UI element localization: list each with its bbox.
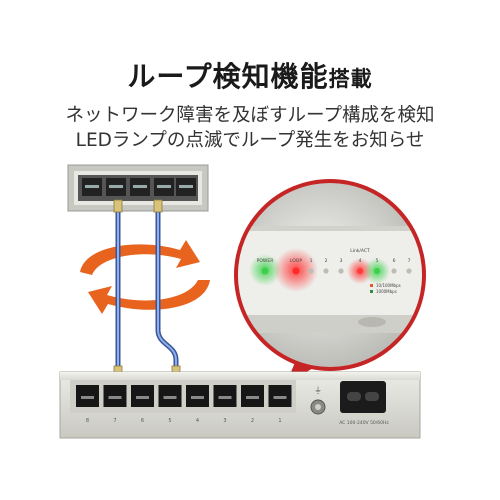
power-rating-label: AC 100-240V 50/60Hz: [339, 420, 389, 426]
switch-port-number: 7: [113, 418, 116, 424]
switch-port-number: 6: [141, 418, 144, 424]
description-line-1: ネットワーク障害を及ぼすループ構成を検知: [65, 105, 435, 126]
panel-port-number: 1: [310, 258, 313, 264]
port-contacts: [81, 396, 94, 399]
panel-port-number: 3: [340, 258, 343, 264]
power-label: POWER: [257, 258, 274, 264]
main-switch: 8 7 6 5 4 3 2 1 ⏚ AC 100-240V 50/60Hz: [59, 371, 421, 439]
port-contacts: [108, 396, 122, 399]
switch-port-number: 1: [278, 418, 281, 424]
port-contacts: [191, 396, 204, 399]
switch-port-number: 2: [251, 418, 254, 424]
title-suffix: 搭載: [328, 67, 373, 91]
port-contacts: [163, 396, 177, 399]
ground-icon: ⏚: [314, 386, 322, 395]
panel-port-number: 2: [325, 258, 328, 264]
switch-port-number: 3: [223, 418, 226, 424]
panel-port-number: 7: [408, 258, 411, 264]
panel-port-number: 4: [359, 258, 362, 264]
loop-label: LOOP: [290, 258, 302, 264]
page-title: ループ検知機能搭載: [0, 55, 500, 95]
port-contacts: [273, 396, 287, 399]
panel-port-number: 6: [393, 258, 396, 264]
loop-arrow-icon: [80, 240, 210, 314]
port-contacts: [246, 396, 259, 399]
title-main: ループ検知機能: [127, 60, 329, 93]
led-panel-zoom: POWER LOOP Link/ACT 12345678 10/100Mbps …: [234, 179, 426, 384]
network-cable: [113, 199, 181, 379]
panel-port-number: 5: [376, 258, 379, 264]
switch-port-number: 5: [168, 418, 171, 424]
link-act-label: Link/ACT: [350, 248, 370, 254]
port-contacts: [136, 396, 149, 399]
port-contacts: [218, 396, 232, 399]
description-line-2: LEDランプの点滅でループ発生をお知らせ: [75, 130, 425, 151]
switch-port-number: 4: [196, 418, 199, 424]
speed-legend-2: 1000Mbps: [376, 289, 397, 294]
small-switch: [67, 164, 209, 212]
switch-port-number: 8: [86, 418, 89, 424]
speed-legend-1: 10/100Mbps: [376, 283, 401, 288]
